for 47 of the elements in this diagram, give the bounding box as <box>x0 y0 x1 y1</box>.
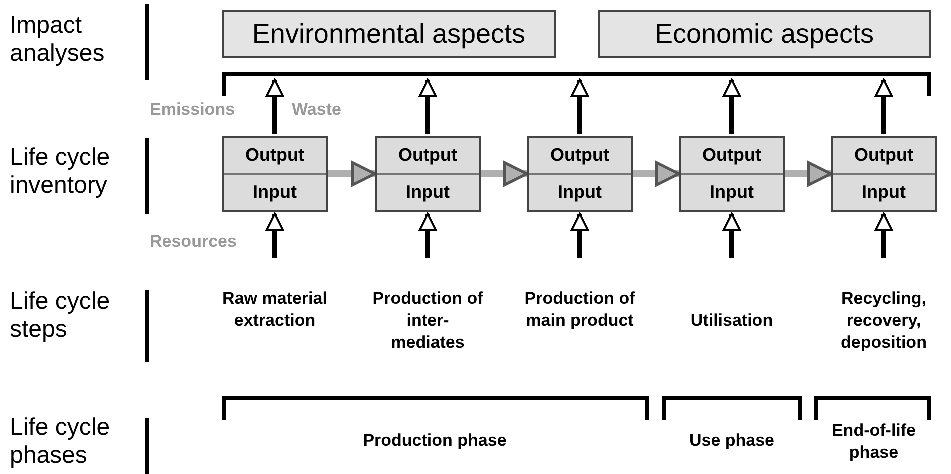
output-label: Emissions <box>150 100 236 120</box>
step-label: Recycling, recovery, deposition <box>840 288 928 354</box>
arrow <box>875 79 893 134</box>
row-heading: Life cycle phases <box>10 414 112 470</box>
phase-label: Use phase <box>688 430 776 452</box>
bracket <box>222 72 931 96</box>
row-heading: Life cycle steps <box>10 288 112 344</box>
aspect-box: Economic aspects <box>598 10 931 58</box>
phase-label: Production phase <box>362 430 508 452</box>
arrow <box>266 79 284 134</box>
output-label: Waste <box>292 100 342 120</box>
arrow <box>571 213 589 258</box>
arrow <box>481 161 528 187</box>
step-label: Production of main product <box>524 288 636 332</box>
inventory-box <box>375 136 481 212</box>
output-label: Output <box>398 144 458 167</box>
phase-label: End-of-life phase <box>830 420 918 464</box>
step-label: Utilisation <box>690 310 774 332</box>
output-label: Output <box>702 144 762 167</box>
inventory-box <box>222 136 328 212</box>
arrow <box>875 213 893 258</box>
output-label: Output <box>244 144 306 167</box>
row-heading: Impact analyses <box>10 12 106 68</box>
arrow <box>328 161 376 187</box>
aspect-box: Environmental aspects <box>222 10 556 58</box>
step-label: Raw material extraction <box>222 288 328 332</box>
step-label: Production of inter-mediates <box>372 288 484 354</box>
arrow <box>419 79 437 134</box>
arrow <box>266 213 284 258</box>
arrow <box>633 161 680 187</box>
input-label: Input <box>224 173 326 210</box>
input-label: Input <box>833 173 935 210</box>
inventory-box <box>679 136 785 212</box>
inventory-box <box>831 136 937 212</box>
arrow <box>723 79 741 134</box>
arrow <box>723 213 741 258</box>
input-label: Input <box>377 173 479 210</box>
output-label: Output <box>550 144 610 167</box>
input-label: Input <box>681 173 783 210</box>
row-heading: Life cycle inventory <box>10 144 112 200</box>
arrow <box>419 213 437 258</box>
inventory-box <box>527 136 633 212</box>
input-label: Resources <box>150 232 238 252</box>
arrow <box>571 79 589 134</box>
input-label: Input <box>529 173 631 210</box>
output-label: Output <box>854 144 914 167</box>
arrow <box>785 161 832 187</box>
